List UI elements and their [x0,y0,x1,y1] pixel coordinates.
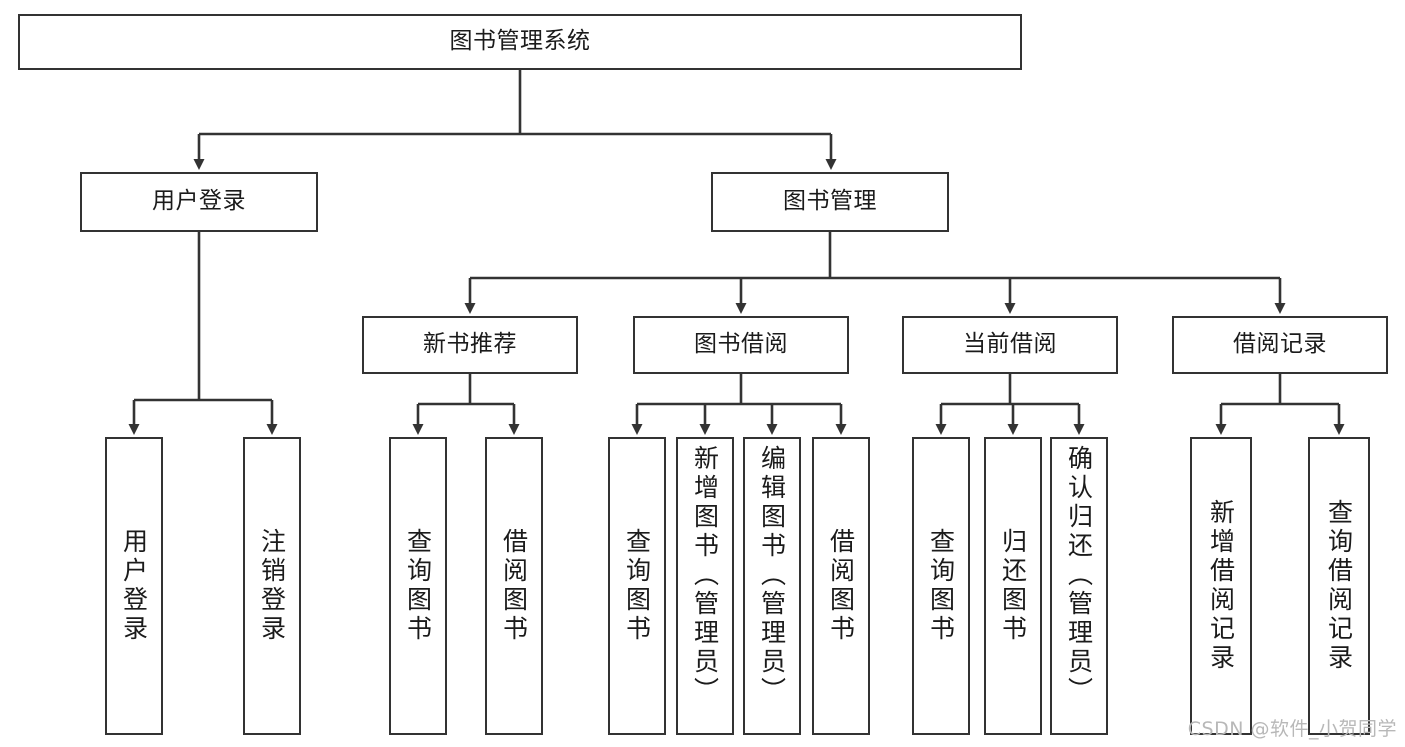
node-level3-1[interactable]: 新书推荐 [362,316,578,374]
node-level3-1-label: 新书推荐 [423,331,517,358]
node-leaf-13-label: 查询借阅记录 [1324,499,1354,673]
node-leaf-9-label: 查询图书 [926,528,956,644]
node-leaf-4-label: 借阅图书 [499,528,529,644]
node-leaf-8-label: 借阅图书 [826,528,856,644]
node-leaf-12-label: 新增借阅记录 [1206,499,1236,673]
node-leaf-5[interactable]: 查询图书 [608,437,666,735]
node-leaf-6-label: 新增图书（管理员） [690,445,720,706]
node-leaf-10[interactable]: 归还图书 [984,437,1042,735]
node-leaf-7[interactable]: 编辑图书（管理员） [743,437,801,735]
node-leaf-2-label: 注销登录 [257,528,287,644]
node-leaf-11-label: 确认归还（管理员） [1064,445,1094,706]
node-level2-2-label: 图书管理 [783,188,877,215]
node-leaf-4[interactable]: 借阅图书 [485,437,543,735]
node-level3-3-label: 当前借阅 [963,331,1057,358]
node-root-label: 图书管理系统 [449,28,591,55]
node-level3-4-label: 借阅记录 [1233,331,1327,358]
node-leaf-12[interactable]: 新增借阅记录 [1190,437,1252,735]
node-level2-1[interactable]: 用户登录 [80,172,318,232]
node-level3-2[interactable]: 图书借阅 [633,316,849,374]
node-leaf-6[interactable]: 新增图书（管理员） [676,437,734,735]
node-level2-1-label: 用户登录 [152,188,246,215]
node-leaf-3[interactable]: 查询图书 [389,437,447,735]
watermark: CSDN @软件_小贺同学 [1187,718,1397,740]
node-leaf-5-label: 查询图书 [622,528,652,644]
node-leaf-9[interactable]: 查询图书 [912,437,970,735]
node-root[interactable]: 图书管理系统 [18,14,1022,70]
node-level3-2-label: 图书借阅 [694,331,788,358]
node-leaf-7-label: 编辑图书（管理员） [757,445,787,706]
node-leaf-3-label: 查询图书 [403,528,433,644]
node-leaf-1[interactable]: 用户登录 [105,437,163,735]
node-leaf-8[interactable]: 借阅图书 [812,437,870,735]
node-level2-2[interactable]: 图书管理 [711,172,949,232]
node-leaf-1-label: 用户登录 [119,528,149,644]
node-leaf-13[interactable]: 查询借阅记录 [1308,437,1370,735]
node-leaf-2[interactable]: 注销登录 [243,437,301,735]
node-level3-3[interactable]: 当前借阅 [902,316,1118,374]
node-leaf-11[interactable]: 确认归还（管理员） [1050,437,1108,735]
node-leaf-10-label: 归还图书 [998,528,1028,644]
node-level3-4[interactable]: 借阅记录 [1172,316,1388,374]
